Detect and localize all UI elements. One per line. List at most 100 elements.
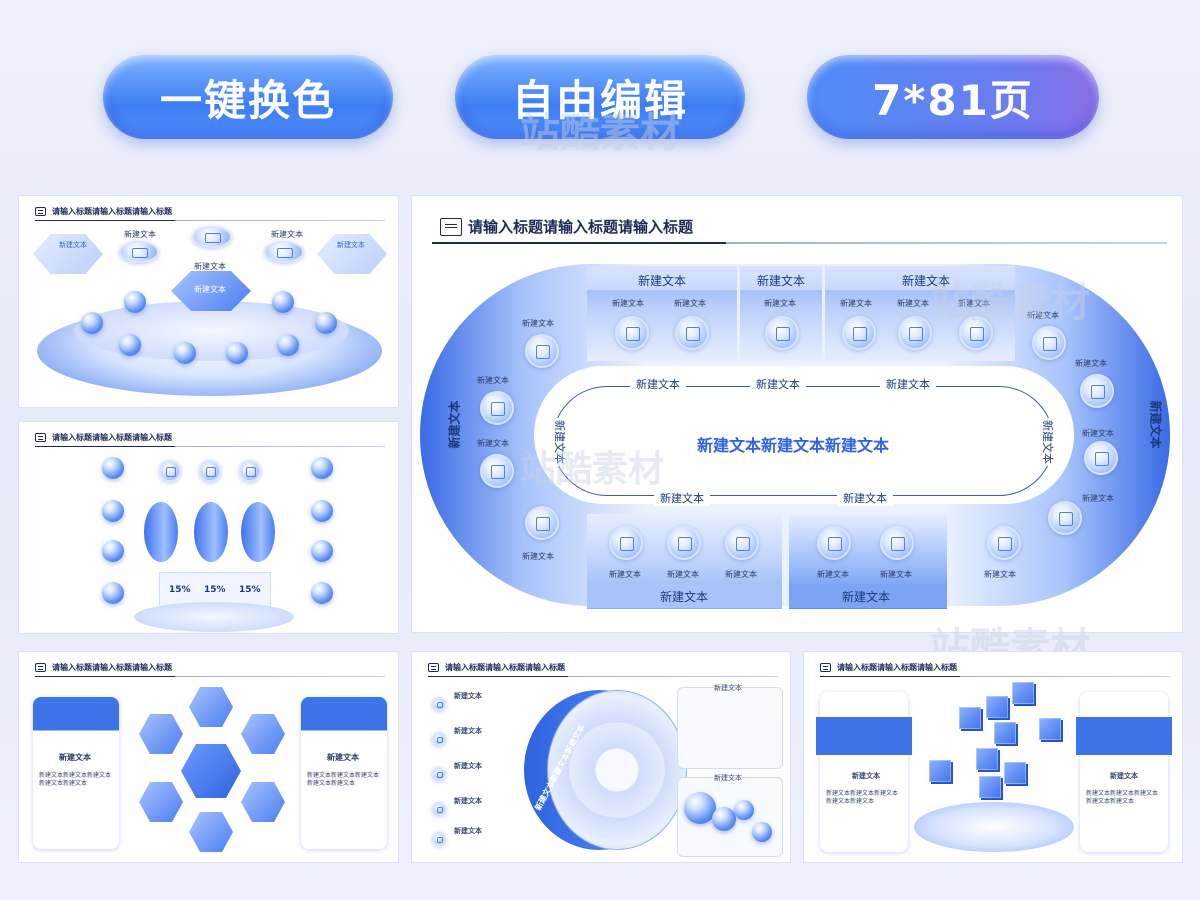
orb-icon: [675, 316, 709, 350]
label: 新建文本: [124, 230, 156, 239]
orb: [311, 457, 333, 479]
segment-title: 新建文本: [638, 274, 687, 288]
list-icon: [432, 832, 446, 846]
badge-color-switch[interactable]: 一键换色: [103, 55, 393, 139]
side-hex-right: [317, 234, 387, 274]
panel-title: 新建文本: [327, 753, 359, 762]
orb: [102, 500, 124, 522]
orb-icon: [615, 316, 649, 350]
disc: [241, 502, 275, 562]
segment-title: 新建文本: [842, 590, 891, 604]
bubble: [684, 792, 716, 824]
hex-cube: [189, 812, 233, 852]
title-underline: [820, 676, 1170, 677]
hex-cube: [189, 687, 233, 727]
orb-label: 新建文本: [477, 376, 509, 385]
cube: [979, 776, 1001, 798]
disc: [194, 502, 228, 562]
doc-icon: [35, 207, 46, 216]
orb-label: 新建文本: [840, 299, 872, 308]
flow-label: 新建文本: [880, 376, 936, 392]
list-icon: [432, 802, 446, 816]
top-orb: [192, 226, 232, 248]
list-title: 新建文本: [454, 692, 482, 700]
percent-value: 15%: [239, 585, 261, 595]
top-orb: [239, 460, 261, 482]
segment-header: [587, 266, 737, 290]
orb-icon: [842, 316, 876, 350]
list-icon: [432, 697, 446, 711]
side-panel-right: [301, 697, 387, 849]
orb: [124, 291, 146, 313]
thumb-slide-1[interactable]: 请输入标题请输入标题请输入标题 新建文本 新建文本 新建文本 新建文本 新建文本…: [18, 195, 399, 408]
cube: [1039, 718, 1061, 740]
orb-label: 新建文本: [1075, 359, 1107, 368]
segment-title: 新建文本: [902, 274, 951, 288]
flow-label: 新建文本: [750, 376, 806, 392]
flow-label: 新建文本: [630, 376, 686, 392]
orb-icon: [880, 526, 914, 560]
badge-page-count[interactable]: 7*81页: [807, 55, 1099, 139]
orb-icon: [1084, 441, 1118, 475]
title-underline: [432, 242, 1167, 244]
cube: [1012, 682, 1034, 704]
segment-header: [740, 266, 822, 290]
top-orb: [119, 241, 159, 263]
side-panel-left: [33, 697, 119, 849]
segment-header: [825, 266, 1015, 290]
orb: [315, 312, 337, 334]
badge-label: 自由编辑: [511, 75, 688, 125]
doc-icon: [440, 217, 462, 236]
thumb-slide-4[interactable]: 请输入标题请输入标题请输入标题 新建文本 新建文本 新建文本 新建文本 新建文本…: [411, 651, 791, 863]
orb: [174, 342, 196, 364]
orb-label: 新建文本: [522, 319, 554, 328]
main-slide[interactable]: 请输入标题请输入标题请输入标题 新建文本 新建文本 新建文本 新建文本 新建文本…: [411, 195, 1183, 633]
orb-label: 新建文本: [477, 439, 509, 448]
segment-title: 新建文本: [757, 274, 806, 288]
title-underline: [428, 676, 778, 677]
base: [134, 602, 294, 632]
percent-value: 15%: [169, 585, 191, 595]
orb-label: 新建文本: [817, 570, 849, 579]
hex-cube: [241, 714, 285, 754]
panel-text: 新建文本新建文本新建文本新建文本新建文本: [39, 772, 112, 788]
thumb-title: 请输入标题请输入标题请输入标题: [52, 207, 172, 216]
thumb-slide-2[interactable]: 请输入标题请输入标题请输入标题 15% 15% 15%: [18, 421, 399, 634]
slide-title: 请输入标题请输入标题请输入标题: [468, 218, 694, 236]
list-title: 新建文本: [454, 797, 482, 805]
orb-label: 新建文本: [612, 299, 644, 308]
orb-label: 新建文本: [880, 570, 912, 579]
thumb-slide-3[interactable]: 请输入标题请输入标题请输入标题 新建文本 新建文本 新建文本新建文本新建文本新建…: [18, 651, 399, 863]
top-orb: [159, 460, 181, 482]
thumb-slide-5[interactable]: 请输入标题请输入标题请输入标题 新建文本 新建文本 新建文本新建文本新建文本新建…: [803, 651, 1183, 863]
bubble: [734, 800, 754, 820]
orb-label: 新建文本: [897, 299, 929, 308]
orb: [272, 291, 294, 313]
panel-title: 新建文本: [714, 684, 742, 692]
inner-vlabel-left: 新建文本: [552, 418, 568, 466]
title-underline: [35, 220, 385, 221]
disc: [144, 502, 178, 562]
inner-vlabel-right: 新建文本: [1040, 418, 1056, 466]
hex-cube: [139, 714, 183, 754]
hex-cube: [139, 782, 183, 822]
list-title: 新建文本: [454, 762, 482, 770]
side-hex-left: [33, 234, 103, 274]
icon-grid-panel: [677, 687, 783, 769]
bubble: [752, 822, 772, 842]
cube: [1004, 762, 1026, 784]
orb-label: 新建文本: [984, 570, 1016, 579]
title-underline: [35, 446, 385, 447]
badge-free-edit[interactable]: 自由编辑: [455, 55, 745, 139]
panel-title: 新建文本: [852, 772, 880, 780]
bubble: [712, 807, 736, 831]
orb: [311, 582, 333, 604]
label: 新建文本: [337, 241, 365, 249]
orb-icon: [959, 316, 993, 350]
orb: [226, 342, 248, 364]
doc-icon: [428, 663, 439, 672]
panel-text: 新建文本新建文本新建文本新建文本新建文本: [826, 790, 899, 806]
list-title: 新建文本: [454, 727, 482, 735]
side-label-right: 新建文本: [1148, 400, 1163, 449]
orb-icon: [817, 526, 851, 560]
